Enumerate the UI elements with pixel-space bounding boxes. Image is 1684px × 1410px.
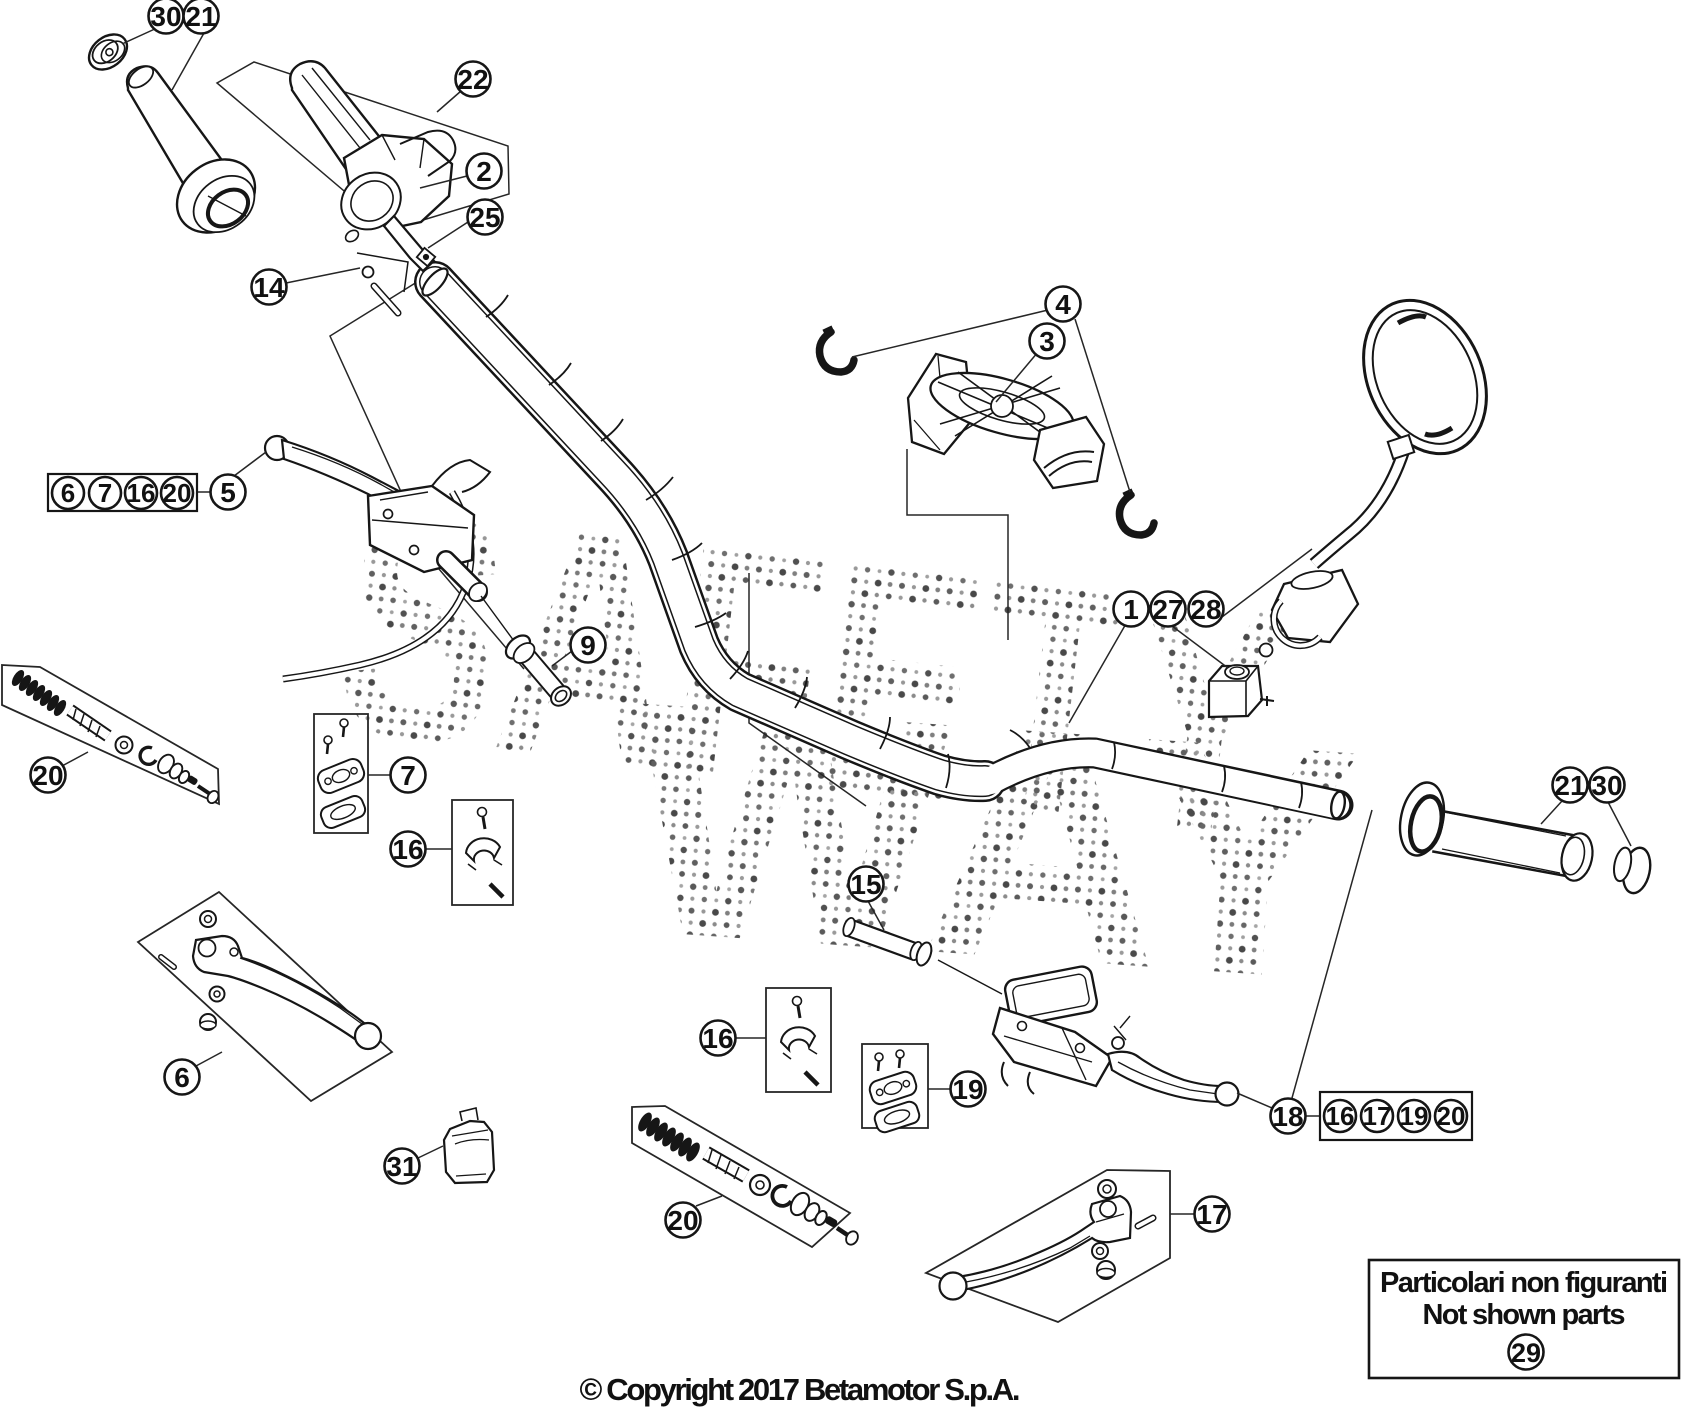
svg-text:19: 19 <box>952 1074 983 1105</box>
svg-text:7: 7 <box>98 478 112 508</box>
svg-text:6: 6 <box>174 1062 190 1093</box>
svg-text:21: 21 <box>185 1 216 32</box>
svg-text:2: 2 <box>476 156 492 187</box>
svg-text:4: 4 <box>1055 289 1071 320</box>
svg-text:20: 20 <box>32 760 63 791</box>
svg-text:Particolari non figuranti: Particolari non figuranti <box>1380 1267 1668 1299</box>
svg-text:18: 18 <box>1272 1101 1303 1132</box>
svg-text:27: 27 <box>1152 594 1183 625</box>
svg-text:15: 15 <box>850 869 881 900</box>
svg-text:9: 9 <box>580 630 596 661</box>
svg-text:25: 25 <box>469 202 500 233</box>
svg-text:16: 16 <box>127 478 156 508</box>
svg-text:30: 30 <box>150 1 181 32</box>
svg-text:14: 14 <box>253 272 285 303</box>
svg-text:28: 28 <box>1190 594 1221 625</box>
svg-text:© Copyright 2017 Betamotor S.p: © Copyright 2017 Betamotor S.p.A. <box>580 1372 1021 1407</box>
svg-text:1: 1 <box>1123 594 1139 625</box>
svg-text:19: 19 <box>1400 1101 1429 1131</box>
svg-text:20: 20 <box>163 478 192 508</box>
svg-text:6: 6 <box>61 478 75 508</box>
svg-text:30: 30 <box>1591 770 1622 801</box>
svg-text:17: 17 <box>1363 1101 1392 1131</box>
svg-text:16: 16 <box>1326 1101 1355 1131</box>
svg-text:31: 31 <box>386 1151 417 1182</box>
svg-text:Not shown parts: Not shown parts <box>1423 1299 1626 1331</box>
svg-text:16: 16 <box>392 834 423 865</box>
svg-text:3: 3 <box>1039 326 1055 357</box>
svg-text:5: 5 <box>220 477 236 508</box>
svg-text:20: 20 <box>667 1205 698 1236</box>
svg-text:22: 22 <box>457 64 488 95</box>
svg-text:29: 29 <box>1511 1338 1541 1368</box>
svg-text:20: 20 <box>1437 1101 1466 1131</box>
svg-text:7: 7 <box>400 760 416 791</box>
svg-text:17: 17 <box>1196 1199 1227 1230</box>
svg-text:21: 21 <box>1554 770 1585 801</box>
svg-text:16: 16 <box>702 1023 733 1054</box>
